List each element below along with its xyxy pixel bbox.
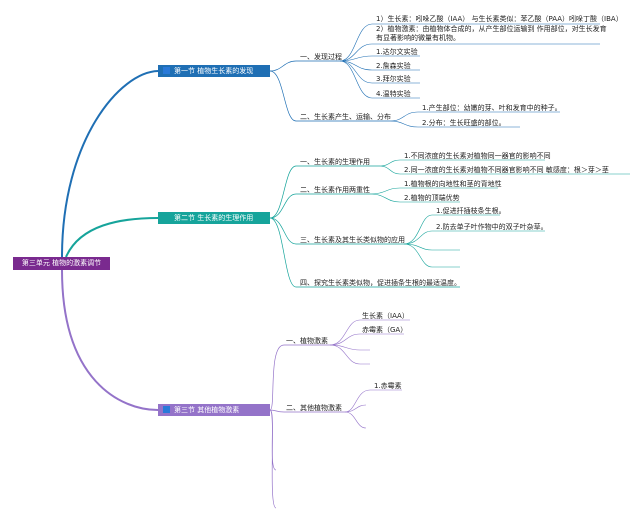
- trunk-to-section-1: [61, 70, 159, 258]
- s2-branch-duality[interactable]: 二、生长素作用两重性: [300, 186, 370, 194]
- s2-item-concentration[interactable]: 1.不同浓度的生长素对植物同一器官的影响不同: [404, 152, 551, 160]
- s2-branch-function[interactable]: 一、生长素的生理作用: [300, 158, 370, 166]
- s1-item-auxin[interactable]: 1）生长素：吲哚乙酸（IAA） 与生长素类似：苯乙酸（PAA）吲哚丁酸（IBA）: [376, 15, 623, 23]
- s1-branch-production[interactable]: 二、生长素产生、运输、分布: [300, 113, 391, 121]
- s1-item-distribution[interactable]: 2.分布：生长旺盛的部位。: [422, 119, 506, 127]
- s2-branch-explore[interactable]: 四、探究生长素类似物，促进插条生根的最适温度。: [300, 279, 461, 287]
- trunk-to-section-2: [65, 217, 159, 258]
- s3-item-gibberellin[interactable]: 1.赤霉素: [374, 382, 402, 390]
- section-1-node[interactable]: 第一节 植物生长素的发现: [158, 65, 270, 77]
- trunk-to-section-3: [61, 269, 159, 411]
- s3-branch-hormones[interactable]: 一、植物激素: [286, 337, 328, 345]
- s2-item-weeds[interactable]: 2.防去单子叶作物中的双子叶杂草。: [436, 223, 548, 231]
- s1-item-paal[interactable]: 3.拜尔实验: [376, 75, 411, 83]
- s1-item-jensen[interactable]: 2.詹森实验: [376, 62, 411, 70]
- s3-item-iaa[interactable]: 生长素（IAA）: [362, 312, 409, 320]
- section-3-marker-icon: [163, 406, 170, 413]
- s1-item-origin[interactable]: 1.产生部位：幼嫩的芽、叶和发育中的种子。: [422, 104, 562, 112]
- s1-item-darwin[interactable]: 1.达尔文实验: [376, 48, 418, 56]
- section-2-node[interactable]: 第二节 生长素的生理作用: [158, 212, 270, 224]
- s2-item-rooting[interactable]: 1.促进扦插枝条生根。: [436, 207, 506, 215]
- s2-item-apical[interactable]: 2.植物的顶端优势: [404, 194, 460, 202]
- s1-item-went[interactable]: 4.温特实验: [376, 90, 411, 98]
- section-3-node[interactable]: 第三节 其他植物激素: [158, 404, 270, 416]
- section-2-label: 第二节 生长素的生理作用: [174, 214, 254, 222]
- section-1-label: 第一节 植物生长素的发现: [174, 67, 254, 75]
- s2-item-tropism[interactable]: 1.植物根的向地性和茎的背地性: [404, 180, 502, 188]
- s2-branch-application[interactable]: 三、生长素及其生长类似物的应用: [300, 236, 405, 244]
- section-3-label: 第三节 其他植物激素: [174, 406, 240, 414]
- s3-branch-other[interactable]: 二、其他植物激素: [286, 404, 342, 412]
- section-1-marker-icon: [163, 67, 170, 74]
- root-node[interactable]: 第三单元 植物的激素调节: [13, 257, 110, 270]
- s2-item-organs[interactable]: 2.同一浓度的生长素对植物不同器官影响不同 敏感度：根＞芽＞茎: [404, 166, 609, 174]
- s1-branch-discovery[interactable]: 一、发现过程: [300, 53, 342, 61]
- s3-item-ga[interactable]: 赤霉素（GA）: [362, 326, 408, 334]
- s1-item-plant-hormone[interactable]: 2）植物激素：由植物体合成的，从产生部位运输到 作用部位，对生长发育有显著影响的…: [376, 25, 607, 42]
